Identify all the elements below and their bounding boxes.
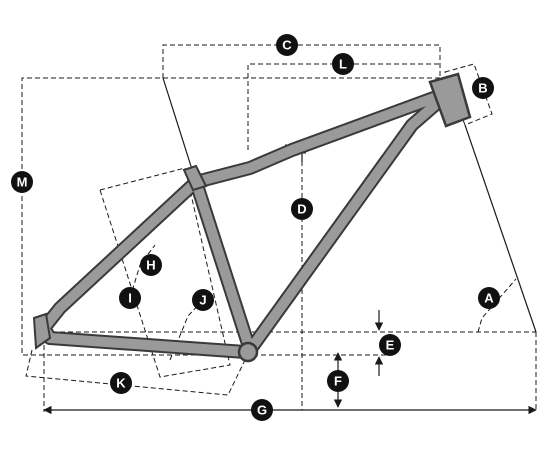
seat-collar (182, 164, 208, 192)
dim-line-l (247, 63, 440, 150)
badge-j: J (192, 289, 214, 311)
dim-line-c (162, 44, 441, 78)
dim-line-h (99, 167, 231, 378)
frame-fill (39, 87, 455, 357)
badge-d: D (291, 198, 313, 220)
badge-c-text: C (282, 38, 292, 53)
seat-angle-line (162, 77, 197, 183)
badge-l-text: L (339, 57, 347, 72)
badge-g-text: G (257, 403, 267, 418)
badge-b: B (472, 77, 494, 99)
bottom-bracket (237, 341, 259, 363)
badge-m: M (11, 171, 33, 193)
badge-a: A (478, 287, 500, 309)
badge-l: L (332, 53, 354, 75)
dim-line-a (477, 278, 517, 333)
badge-i: I (119, 287, 141, 309)
badge-h: H (140, 254, 162, 276)
head-tube (428, 72, 472, 128)
frame-outline (37, 85, 457, 359)
badge-e-text: E (386, 338, 395, 353)
badge-m-text: M (17, 175, 28, 190)
badge-g: G (251, 399, 273, 421)
badge-f-text: F (334, 374, 342, 389)
badge-d-text: D (297, 202, 306, 217)
dim-line-m (21, 77, 440, 356)
badge-j-text: J (199, 293, 206, 308)
head-angle-line (464, 124, 537, 333)
badge-e: E (379, 334, 401, 356)
badge-a-text: A (484, 291, 494, 306)
rear-dropout (32, 312, 52, 350)
badge-c: C (276, 34, 298, 56)
badge-h-text: H (146, 258, 155, 273)
badge-f: F (327, 370, 349, 392)
badge-k: K (110, 372, 132, 394)
badge-i-text: I (128, 291, 132, 306)
bike-frame (32, 72, 472, 363)
badge-k-text: K (116, 376, 126, 391)
dim-line-k (25, 349, 246, 396)
badge-b-text: B (478, 81, 487, 96)
